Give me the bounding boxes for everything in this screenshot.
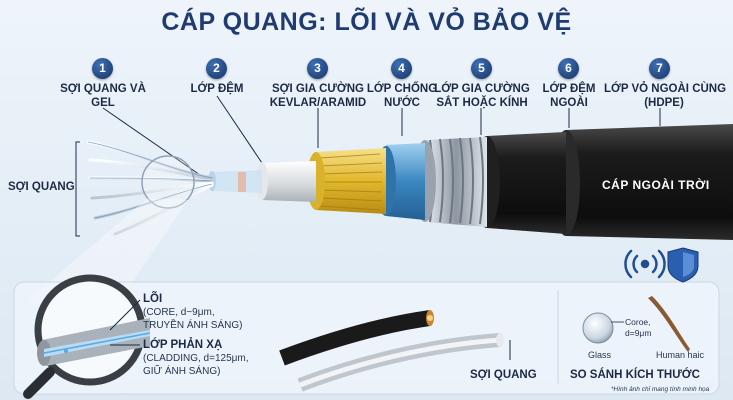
core-size-1: Coroe, <box>625 317 651 327</box>
glass-sphere <box>582 312 614 344</box>
outer-jacket <box>566 124 733 240</box>
human-hair <box>648 296 690 352</box>
layer-7-label: LỚP VỎ NGOÀI CÙNG(HDPE) <box>604 83 727 109</box>
core-desc-1: (CORE, d~9μm, <box>143 307 215 318</box>
size-compare-title: SO SÁNH KÍCH THƯỚC <box>570 369 700 381</box>
footnote: *Hình ảnh chỉ mang tính minh họa <box>611 386 710 393</box>
layer-2-label: LỚP ĐỆM <box>190 83 244 95</box>
glass-label: Glass <box>588 350 612 360</box>
wireless-signal-icon <box>624 249 666 279</box>
core-desc-2: TRUYỀN ÁNH SÁNG) <box>143 320 243 331</box>
fiber-bundle-label: SỢI QUANG <box>8 181 75 193</box>
core-title: LÕI <box>143 293 163 305</box>
badge-6: 6 <box>558 58 579 79</box>
water-block-layer <box>386 143 425 220</box>
badge-4: 4 <box>391 58 412 79</box>
badge-7: 7 <box>649 58 670 79</box>
cladding-desc-1: (CLADDING, d=125μm, <box>143 353 249 364</box>
badge-5: 5 <box>471 58 492 79</box>
black-fiber-cable <box>279 310 432 366</box>
core-size-2: d=9μm <box>625 328 652 338</box>
hair-label: Human haic <box>656 350 705 360</box>
cable-tag: CÁP NGOÀI TRỜI <box>602 178 710 192</box>
badge-1: 1 <box>92 58 113 79</box>
cladding-desc-2: GIỮ ÁNH SÁNG) <box>143 366 221 377</box>
badge-3: 3 <box>307 58 328 79</box>
outer-buffer <box>487 132 566 234</box>
badge-2: 2 <box>206 58 227 79</box>
kevlar-layer <box>316 148 386 214</box>
page-title: CÁP QUANG: LÕI VÀ VỎ BẢO VỆ <box>161 8 572 36</box>
fiber-label: SỢI QUANG <box>470 369 537 381</box>
inner-buffer <box>262 161 316 202</box>
cladding-title: LỚP PHẢN XẠ <box>143 339 223 351</box>
